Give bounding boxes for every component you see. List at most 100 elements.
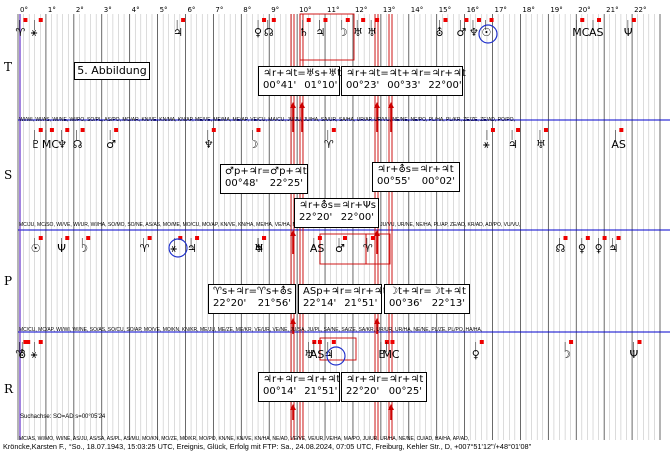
position-marker bbox=[490, 128, 495, 132]
formula-value: 01°10' bbox=[304, 80, 338, 91]
position-marker bbox=[262, 236, 267, 240]
planet-glyph: ♆ bbox=[469, 26, 479, 39]
planet-glyph: ♇ bbox=[377, 348, 387, 361]
formula-value: 21°51' bbox=[344, 298, 378, 309]
row-label: T bbox=[4, 60, 12, 74]
formula-value: 21°56' bbox=[257, 298, 291, 309]
planet-glyph: ☽ bbox=[248, 138, 258, 151]
planet-glyph: AS bbox=[611, 138, 626, 151]
x-tick-label: 10° bbox=[299, 6, 311, 14]
position-marker bbox=[616, 236, 621, 240]
position-marker bbox=[38, 18, 43, 22]
position-marker bbox=[476, 18, 481, 22]
formula-value: 00°02' bbox=[421, 176, 455, 187]
formula-text: ♈s+♃r=♈s+⛢s bbox=[213, 286, 293, 297]
position-marker bbox=[114, 128, 119, 132]
glyph-highlight-circle bbox=[168, 238, 188, 258]
x-tick-label: 4° bbox=[132, 6, 140, 14]
formula-value: 00°33' bbox=[387, 80, 421, 91]
x-tick-label: 13° bbox=[383, 6, 395, 14]
formula-text: ASp+♃r=♃r+♃t bbox=[303, 286, 387, 297]
planet-glyph: ♃ bbox=[254, 242, 264, 255]
planet-glyph: MC bbox=[42, 138, 59, 151]
planet-glyph: ♅ bbox=[254, 242, 264, 255]
x-tick-label: 6° bbox=[187, 6, 195, 14]
planet-glyph: ♃ bbox=[173, 26, 183, 39]
formula-box: ♈s+♃r=♈s+⛢s 22°20' 21°56' bbox=[208, 284, 296, 314]
position-marker bbox=[563, 236, 568, 240]
position-marker bbox=[569, 340, 574, 344]
position-marker bbox=[312, 340, 317, 344]
planet-glyph: ⛢ bbox=[18, 348, 26, 361]
x-tick-label: 11° bbox=[327, 6, 339, 14]
formula-value: 22°14' bbox=[303, 298, 337, 309]
formula-value: 00°25' bbox=[388, 386, 422, 397]
x-tick-label: 2° bbox=[76, 6, 84, 14]
planet-glyph: ♃ bbox=[315, 26, 325, 39]
formula-value: 22°20' bbox=[299, 212, 333, 223]
position-marker bbox=[211, 128, 216, 132]
position-marker bbox=[345, 18, 350, 22]
planet-glyph: ☽ bbox=[561, 348, 571, 361]
position-marker bbox=[23, 340, 28, 344]
position-marker bbox=[323, 18, 328, 22]
arrow-head bbox=[374, 318, 380, 324]
position-marker bbox=[181, 18, 186, 22]
planet-glyph: ⚹ bbox=[31, 26, 38, 39]
formula-text: ♃r+♃t=♅s+♅t bbox=[263, 68, 342, 79]
formula-box: ♃r+♃r=♃r+♃t 22°20' 00°25' bbox=[341, 372, 427, 402]
position-marker bbox=[543, 128, 548, 132]
row-label: S bbox=[4, 168, 12, 182]
position-marker bbox=[317, 236, 322, 240]
formula-value: 00°55' bbox=[377, 176, 411, 187]
arrow-head bbox=[388, 102, 394, 108]
formula-value: 22°00' bbox=[340, 212, 374, 223]
formula-text: ♃r+♃r=♃r+♃t bbox=[346, 374, 424, 385]
arrow-head bbox=[290, 404, 296, 410]
position-marker bbox=[306, 18, 311, 22]
planet-glyph: AS bbox=[310, 348, 325, 361]
position-marker bbox=[370, 236, 375, 240]
planet-glyph: MC bbox=[382, 348, 399, 361]
x-tick-label: 21° bbox=[606, 6, 618, 14]
formula-box: ♃r+⛢s=♃r+Ψs 22°20'22°00' bbox=[294, 198, 379, 228]
position-marker bbox=[375, 18, 380, 22]
planet-glyph: ♃ bbox=[508, 138, 518, 151]
formula-value: 22°20' bbox=[213, 298, 247, 309]
planet-glyph: ♀ bbox=[254, 26, 262, 39]
position-marker bbox=[489, 18, 494, 22]
arrow-head bbox=[374, 102, 380, 108]
planet-glyph: AS bbox=[310, 242, 325, 255]
formula-value: 00°23' bbox=[346, 80, 380, 91]
planet-glyph: ♈ bbox=[363, 242, 373, 255]
planet-glyph: ♂ bbox=[456, 26, 466, 39]
x-tick-label: 7° bbox=[215, 6, 223, 14]
planet-glyph: ♈ bbox=[15, 348, 25, 361]
arrow-head bbox=[290, 102, 296, 108]
x-tick-label: 17° bbox=[495, 6, 507, 14]
formula-box: ♂p+♃r=♂p+♃t 00°48'22°25' bbox=[220, 164, 308, 194]
position-marker bbox=[26, 340, 31, 344]
footer-info: Kröncke,Karsten F., °So., 18.07.1943, 15… bbox=[3, 442, 532, 451]
planet-glyph: ♅ bbox=[304, 348, 314, 361]
position-marker bbox=[80, 128, 85, 132]
planet-glyph: ☉ bbox=[31, 242, 41, 255]
formula-text: ♂p+♃r=♂p+♃t bbox=[225, 166, 307, 177]
planet-glyph: ♈ bbox=[324, 138, 334, 151]
formula-box: ♃r+♃r=♃r+♃t 00°14'21°51' bbox=[258, 372, 340, 402]
formula-value: 22°20' bbox=[346, 386, 380, 397]
planet-glyph: ☽ bbox=[78, 242, 88, 255]
planet-glyph: ☽ bbox=[338, 26, 348, 39]
glyph-highlight-circle bbox=[478, 24, 498, 44]
x-tick-label: 16° bbox=[467, 6, 479, 14]
planet-glyph: ♃ bbox=[609, 242, 619, 255]
planet-glyph: ♄ bbox=[299, 26, 309, 39]
formula-value: 00°48' bbox=[225, 178, 259, 189]
planet-glyph: Ψ bbox=[57, 242, 66, 255]
glyph-group-frame bbox=[319, 337, 357, 361]
planet-glyph: ♅ bbox=[536, 138, 546, 151]
position-marker bbox=[195, 236, 200, 240]
planet-glyph: ☊ bbox=[73, 138, 83, 151]
formula-text: ♃r+♃t=♃t+♃r=♃r+♃t bbox=[346, 68, 466, 79]
